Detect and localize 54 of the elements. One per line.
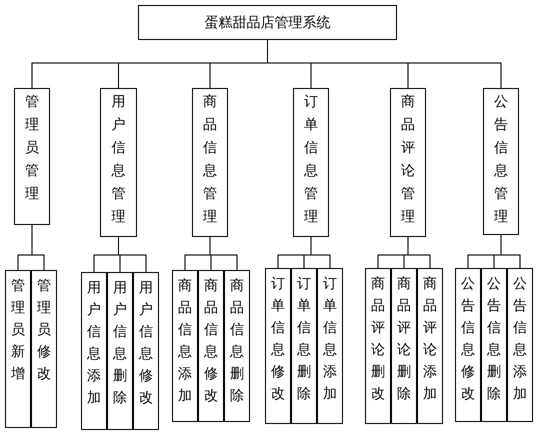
connector-line <box>32 224 44 270</box>
node-label: 商品评论删改 <box>371 275 385 404</box>
connector-line <box>500 234 520 268</box>
function-box <box>417 268 443 424</box>
function-box <box>291 268 317 424</box>
connector-line <box>310 236 330 268</box>
function-box <box>317 268 343 424</box>
node-label: 用户信息管理 <box>112 93 126 227</box>
node-label: 公告信息添加 <box>513 275 527 404</box>
node-label: 商品评论添加 <box>423 275 437 404</box>
node-label: 订单信息添加 <box>323 275 337 404</box>
node-label: 订单信息删除 <box>297 275 311 404</box>
function-box <box>133 272 159 430</box>
connector-line <box>210 236 238 270</box>
node-label: 管理员修改 <box>37 277 51 384</box>
node-label: 管理员新增 <box>11 277 25 384</box>
node-label: 商品信息删除 <box>230 277 244 406</box>
function-box <box>172 270 198 422</box>
module-box <box>390 88 426 237</box>
module-box <box>293 88 329 237</box>
function-box <box>224 270 250 422</box>
module-box <box>192 88 228 237</box>
node-label: 蛋糕甜品店管理系统 <box>204 14 330 32</box>
function-box <box>507 268 533 422</box>
function-box <box>455 268 481 422</box>
node-label: 订单信息管理 <box>304 93 318 227</box>
function-box <box>81 272 107 430</box>
function-box <box>5 270 31 428</box>
function-box <box>31 270 57 428</box>
function-box <box>198 270 224 422</box>
connector-line <box>267 40 502 88</box>
node-label: 商品信息修改 <box>204 277 218 406</box>
module-box <box>483 88 519 235</box>
module-box <box>14 88 50 225</box>
node-label: 公告信息删除 <box>487 275 501 404</box>
function-box <box>391 268 417 424</box>
function-box <box>481 268 507 422</box>
function-box <box>365 268 391 424</box>
node-label: 商品信息管理 <box>203 93 217 227</box>
function-box <box>107 272 133 430</box>
node-label: 公告信息修改 <box>461 275 475 404</box>
module-box <box>100 88 137 237</box>
node-label: 用户信息删除 <box>113 279 127 408</box>
node-label: 商品信息添加 <box>178 277 192 406</box>
connector-line <box>408 236 430 268</box>
node-label: 用户信息修改 <box>139 279 153 408</box>
node-label: 公告信息管理 <box>494 93 508 227</box>
root-box <box>138 5 397 40</box>
node-label: 管理员管理 <box>25 93 39 204</box>
node-label: 商品评论删除 <box>397 275 411 404</box>
function-box <box>265 268 291 424</box>
node-label: 用户信息添加 <box>87 279 101 408</box>
node-label: 商品评论管理 <box>401 93 415 227</box>
node-label: 订单信息修改 <box>271 275 285 404</box>
